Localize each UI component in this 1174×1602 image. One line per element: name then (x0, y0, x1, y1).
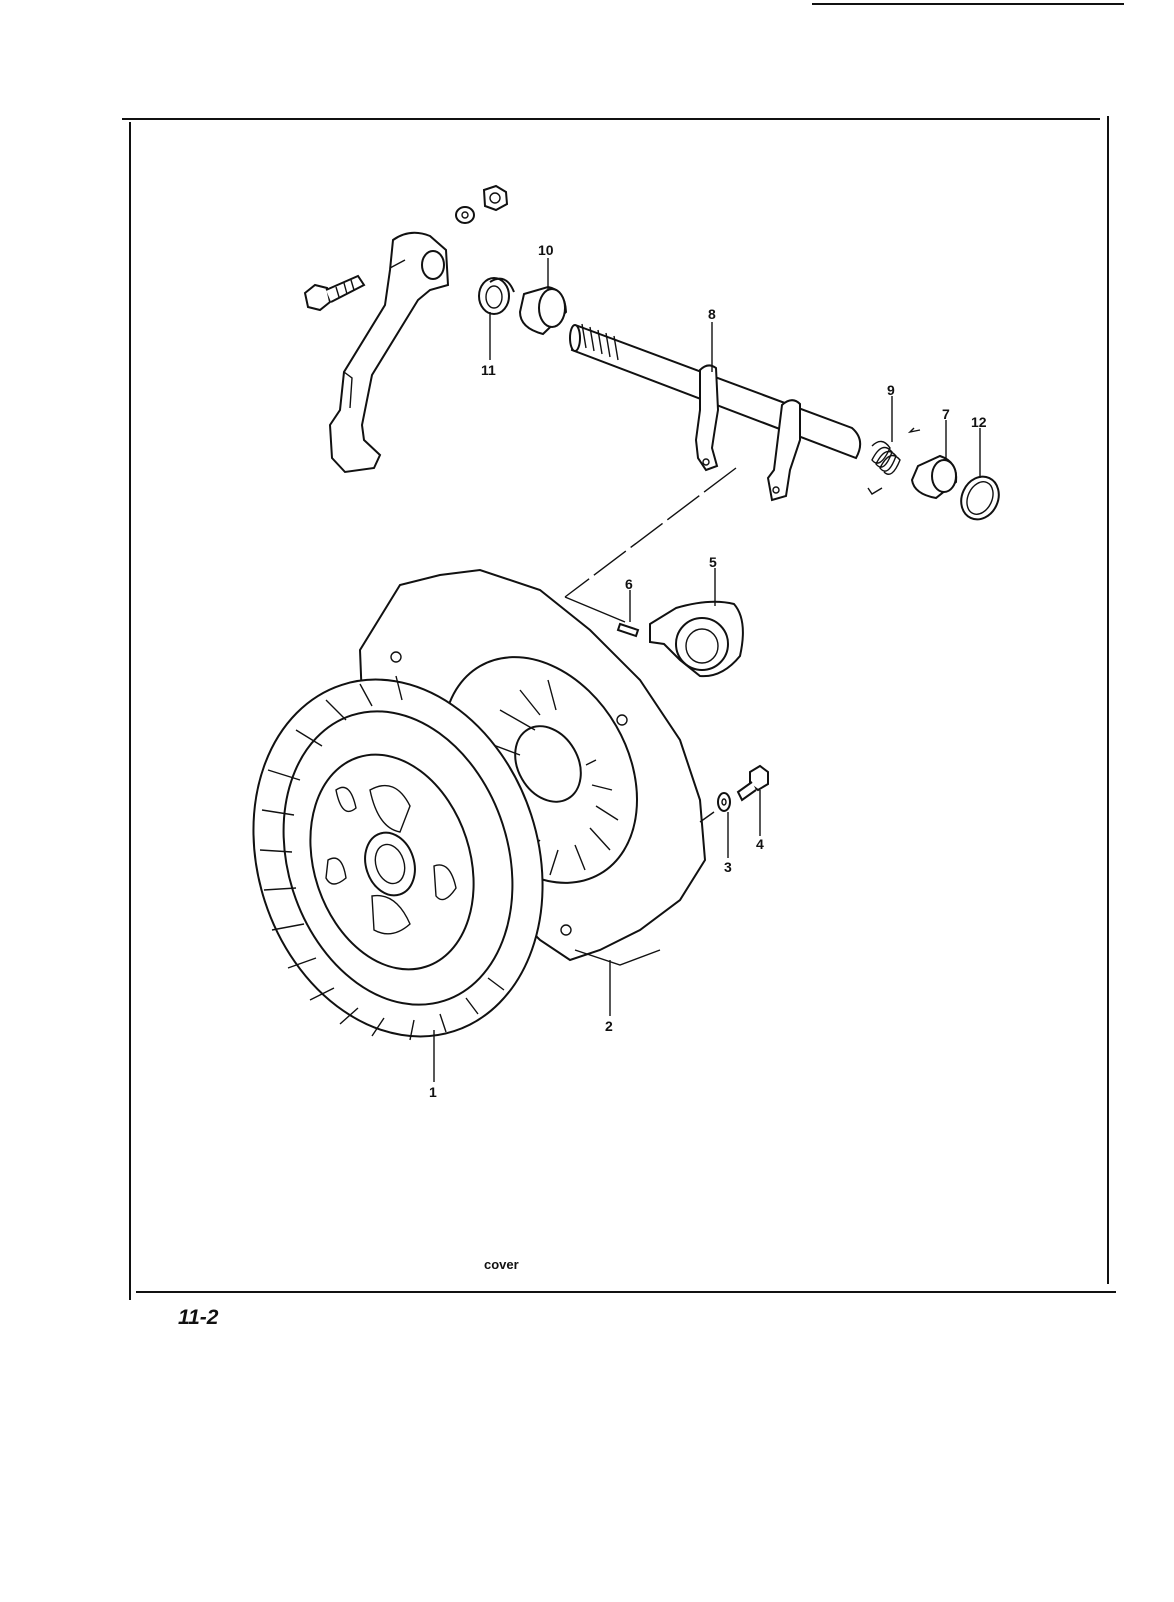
callout-6: 6 (625, 576, 633, 592)
release-bearing-5-part (650, 602, 743, 676)
callout-7: 7 (942, 406, 950, 422)
callout-2: 2 (605, 1018, 613, 1034)
release-lever-part (330, 233, 448, 472)
callout-4: 4 (756, 836, 764, 852)
callout-3: 3 (724, 859, 732, 875)
oil-seal-11-part (479, 278, 514, 314)
bush-7-part (912, 456, 956, 498)
shaft-8-part (570, 324, 860, 500)
pin-6-part (618, 624, 638, 636)
washer-3-part (718, 793, 730, 811)
bolt-4-part (738, 766, 768, 800)
callout-10: 10 (538, 242, 554, 258)
page-number: 11-2 (178, 1306, 218, 1330)
nut-part (456, 186, 507, 223)
bolt-part (305, 276, 364, 310)
callout-1: 1 (429, 1084, 437, 1100)
ring-12-part (954, 470, 1005, 525)
callout-11: 11 (481, 362, 496, 378)
callout-12: 12 (971, 414, 987, 430)
caption-cover: cover (484, 1257, 519, 1272)
callout-8: 8 (708, 306, 716, 322)
bush-10-part (520, 287, 566, 334)
callout-5: 5 (709, 554, 717, 570)
callout-9: 9 (887, 382, 895, 398)
